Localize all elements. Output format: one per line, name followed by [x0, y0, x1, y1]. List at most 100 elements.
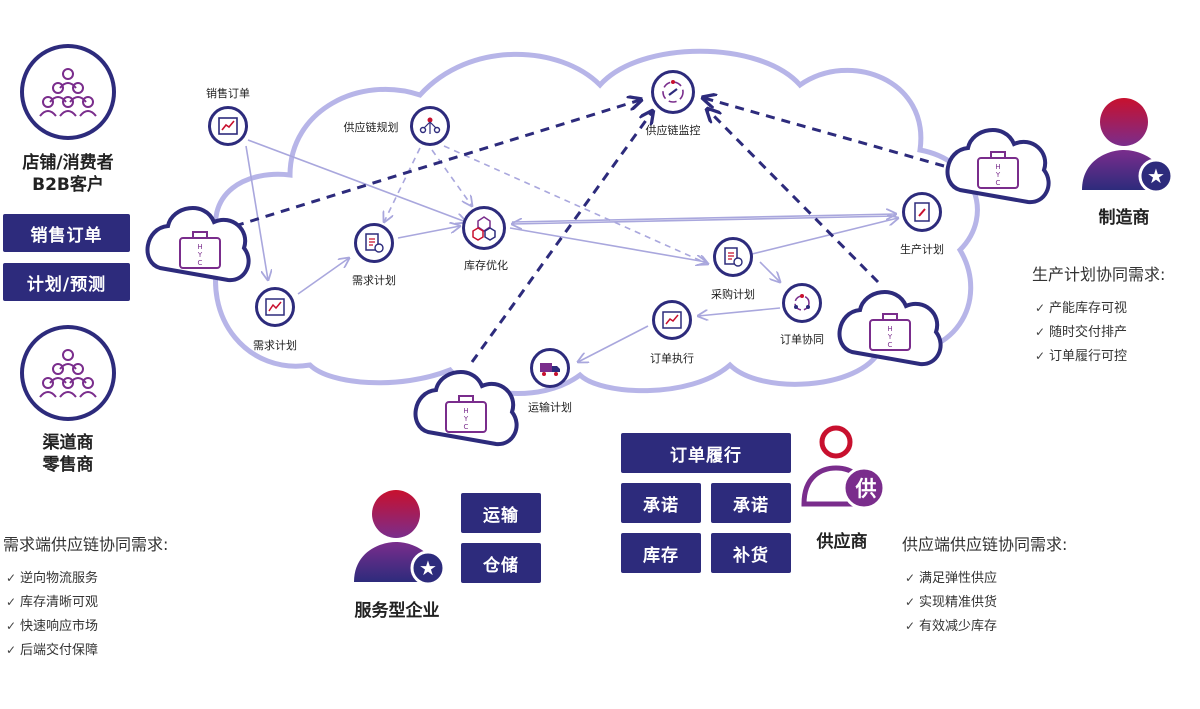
check-icon: ✓: [905, 571, 916, 585]
inventory-opt-node[interactable]: [462, 206, 506, 250]
hyc-text-11: Y: [887, 333, 893, 341]
hyc-text-2: Y: [197, 251, 203, 259]
hyc-marks: H Y C H Y C H Y C H Y C: [197, 163, 1001, 431]
check-icon: ✓: [1035, 301, 1046, 315]
hyc-text-7: H: [995, 163, 1000, 171]
document-clock-icon: [365, 233, 384, 253]
order-collab-node[interactable]: [782, 283, 822, 323]
channel-title-line2: 零售商: [42, 455, 94, 475]
document-clock-icon: [724, 247, 743, 267]
plan-forecast-button[interactable]: 计划/预测: [3, 263, 130, 301]
trend-chart-icon: [218, 117, 238, 135]
people-group-icon: [39, 68, 97, 117]
check-icon: ✓: [1035, 325, 1046, 339]
check-icon: ✓: [905, 619, 916, 633]
check-icon: ✓: [6, 595, 17, 609]
plan-dashed-arrows: [384, 145, 708, 264]
hyc-text-6: C: [464, 423, 469, 431]
need-text: 产能库存可视: [1049, 301, 1128, 316]
order-exec-label: 订单执行: [650, 352, 694, 365]
demand-plan-a-label: 需求计划: [352, 274, 396, 287]
list-item: ✓快速响应市场: [6, 614, 98, 638]
svg-text:★: ★: [419, 556, 437, 580]
order-collab-label: 订单协同: [780, 333, 824, 346]
customers-title: 店铺/消费者 B2B客户: [22, 152, 113, 196]
channel-title: 渠道商 零售商: [43, 432, 94, 476]
hyc-text-4: H: [463, 407, 468, 415]
transport-button[interactable]: 运输: [461, 493, 541, 533]
svg-text:★: ★: [1147, 164, 1165, 188]
hyc-cloud-right-bottom: [837, 290, 943, 367]
supply-needs-title: 供应端供应链协同需求:: [902, 535, 1068, 554]
supplier-badge-text: 供: [855, 477, 877, 501]
manufacturer-title: 制造商: [1098, 208, 1150, 228]
demand-needs-title: 需求端供应链协同需求:: [3, 535, 169, 554]
stock-button[interactable]: 库存: [621, 533, 701, 573]
list-item: ✓满足弹性供应: [905, 566, 997, 590]
demand-plan-b-label: 需求计划: [253, 339, 297, 352]
storage-button[interactable]: 仓储: [461, 543, 541, 583]
sales-order-node[interactable]: [208, 106, 248, 146]
replenish-button[interactable]: 补货: [711, 533, 791, 573]
hyc-text-1: H: [197, 243, 202, 251]
people-group-icon: [39, 349, 97, 398]
check-icon: ✓: [6, 643, 17, 657]
flow-arrows: [245, 139, 898, 362]
list-item: ✓产能库存可视: [1035, 296, 1127, 320]
need-text: 随时交付排产: [1049, 325, 1128, 340]
wrench-clipboard-icon: [914, 202, 930, 222]
check-icon: ✓: [905, 595, 916, 609]
production-plan-label: 生产计划: [900, 243, 944, 256]
purchase-plan-node[interactable]: [713, 237, 753, 277]
monitor-dashed-arrows: [234, 98, 945, 363]
customers-title-line2: B2B客户: [32, 175, 104, 195]
need-text: 实现精准供货: [919, 595, 998, 610]
hyc-text-9: C: [996, 179, 1001, 187]
need-text: 有效减少库存: [919, 619, 998, 634]
hyc-text-8: Y: [995, 171, 1001, 179]
need-text: 满足弹性供应: [919, 571, 998, 586]
hyc-text-12: C: [888, 341, 893, 349]
commit-button-2[interactable]: 承诺: [711, 483, 791, 523]
list-item: ✓有效减少库存: [905, 614, 997, 638]
manufacturer-needs-list: ✓产能库存可视 ✓随时交付排产 ✓订单履行可控: [1035, 296, 1127, 368]
demand-plan-b-node[interactable]: [255, 287, 295, 327]
list-item: ✓后端交付保障: [6, 638, 98, 662]
person-star-icon: ★: [354, 490, 446, 586]
need-text: 订单履行可控: [1049, 349, 1128, 364]
manufacturer-needs-title: 生产计划协同需求:: [1032, 265, 1166, 284]
commit-button-1[interactable]: 承诺: [621, 483, 701, 523]
network-plan-icon: [419, 117, 441, 134]
scm-monitor-node[interactable]: [651, 70, 695, 114]
briefcase-icon: [179, 151, 1019, 433]
need-text: 后端交付保障: [20, 643, 99, 658]
order-exec-node[interactable]: [652, 300, 692, 340]
list-item: ✓随时交付排产: [1035, 320, 1127, 344]
boxes-stack-icon: [472, 216, 496, 241]
check-icon: ✓: [6, 571, 17, 585]
list-item: ✓订单履行可控: [1035, 344, 1127, 368]
hyc-cloud-right-top: [945, 128, 1051, 205]
sales-order-button[interactable]: 销售订单: [3, 214, 130, 252]
hyc-text-5: Y: [463, 415, 469, 423]
check-icon: ✓: [6, 619, 17, 633]
order-fulfill-button[interactable]: 订单履行: [621, 433, 791, 473]
truck-icon: [540, 363, 560, 376]
list-item: ✓实现精准供货: [905, 590, 997, 614]
transport-plan-label: 运输计划: [528, 401, 572, 414]
purchase-plan-label: 采购计划: [711, 288, 755, 301]
scm-plan-node[interactable]: [410, 106, 450, 146]
supply-needs-list: ✓满足弹性供应 ✓实现精准供货 ✓有效减少库存: [905, 566, 997, 638]
person-star-icon: ★: [1082, 98, 1174, 194]
customers-avatar: [20, 44, 116, 140]
supplier-title: 供应商: [816, 532, 868, 552]
production-plan-node[interactable]: [902, 192, 942, 232]
cycle-icon: [794, 294, 810, 311]
transport-plan-node[interactable]: [530, 348, 570, 388]
need-text: 快速响应市场: [20, 619, 99, 634]
sales-order-label: 销售订单: [206, 87, 250, 100]
link-cycle-icon: [662, 80, 684, 103]
demand-plan-a-node[interactable]: [354, 223, 394, 263]
trend-chart-icon: [662, 311, 682, 329]
channel-avatar: [20, 325, 116, 421]
